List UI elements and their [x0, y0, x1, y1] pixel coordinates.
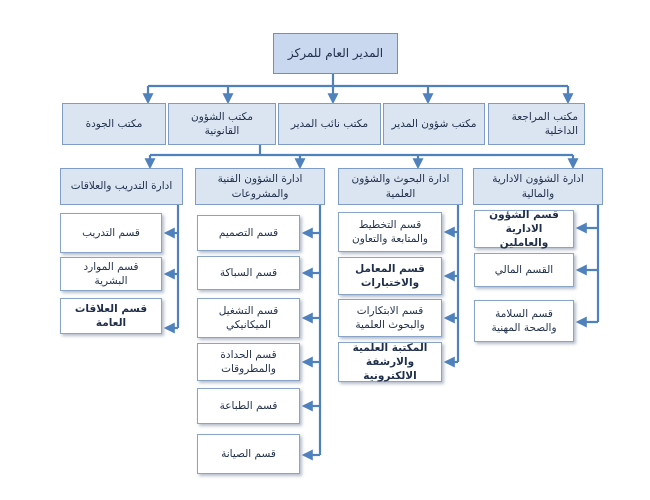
section-planning-followup: قسم التخطيط والمتابعة والتعاون: [338, 212, 442, 252]
dept-research-science: ادارة البحوث والشؤون العلمية: [338, 168, 463, 205]
section-library-archive: المكتبة العلمية والارشفة الالكترونية: [338, 342, 442, 382]
office-quality: مكتب الجودة: [62, 103, 166, 145]
section-printing: قسم الطباعة: [197, 388, 300, 424]
office-legal-affairs: مكتب الشؤون القانونية: [168, 103, 276, 145]
office-director-affairs: مكتب شؤون المدير: [383, 103, 485, 145]
section-design: قسم التصميم: [197, 215, 300, 251]
director-general-label: المدير العام للمركز: [287, 46, 384, 61]
section-human-resources: قسم الموارد البشرية: [60, 257, 162, 291]
section-maintenance: قسم الصيانة: [197, 434, 300, 474]
section-innovation-research: قسم الابتكارات والبحوث العلمية: [338, 299, 442, 337]
section-safety-health: قسم السلامة والصحة المهنية: [474, 300, 574, 342]
dept-admin-finance: ادارة الشؤون الادارية والمالية: [473, 168, 603, 205]
section-forging: قسم الحدادة والمطروقات: [197, 343, 300, 381]
section-finance: القسم المالي: [474, 253, 574, 287]
section-machining: قسم التشغيل الميكانيكي: [197, 298, 300, 338]
section-admin-staff: قسم الشؤون الادارية والعاملين: [474, 209, 574, 249]
dept-technical-projects: ادارة الشؤون الفنية والمشروعات: [195, 168, 325, 205]
office-internal-audit: مكتب المراجعة الداخلية: [488, 103, 585, 145]
section-public-relations: قسم العلاقات العامة: [60, 298, 162, 334]
dept-training-relations: ادارة التدريب والعلاقات: [60, 168, 183, 205]
section-casting: قسم السباكة: [197, 256, 300, 290]
section-labs-tests: قسم المعامل والاختبارات: [338, 257, 442, 295]
section-training: قسم التدريب: [60, 213, 162, 253]
director-general-box: المدير العام للمركز: [273, 33, 398, 74]
office-deputy-director: مكتب نائب المدير: [278, 103, 381, 145]
